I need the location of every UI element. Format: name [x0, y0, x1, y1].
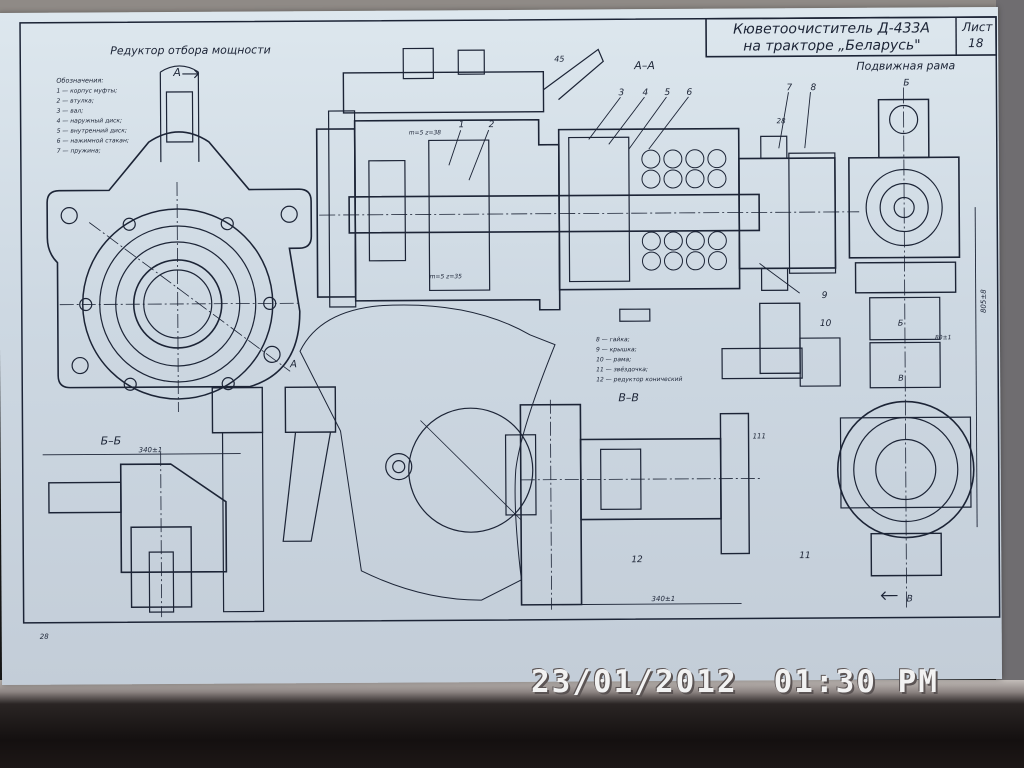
- moving-frame-view: Подвижная рама Б Б В 80±1 805±8 В: [721, 59, 988, 608]
- moving-frame-title: Подвижная рама: [856, 59, 955, 73]
- callout-11: 11: [799, 551, 811, 561]
- section-aa-title: А–А: [633, 59, 655, 72]
- legend-item: 5 — внутренний диск;: [57, 127, 127, 134]
- callout-12: 12: [631, 555, 643, 565]
- legend-middle: 8 — гайка; 9 — крышка; 10 — рама; 11 — з…: [596, 336, 683, 384]
- legend-item: 1 — корпус муфты;: [56, 87, 117, 94]
- callout-4: 4: [642, 88, 648, 98]
- legend-mid-item: 12 — редуктор конический: [596, 376, 682, 384]
- dim-vv-width: 340±1: [652, 595, 676, 603]
- pto-reducer-view: Редуктор отбора мощности А: [46, 43, 313, 412]
- callout-leaders: [448, 92, 811, 294]
- sheet-number: 18: [968, 36, 984, 50]
- nut-detail: [385, 453, 413, 481]
- legend-mid-item: 9 — крышка;: [596, 346, 637, 353]
- legend-item: 7 — пружина;: [57, 147, 101, 154]
- timestamp-date: 23/01/2012: [531, 664, 738, 700]
- camera-timestamp: 23/01/2012 01:30 PM: [531, 664, 939, 700]
- marker-v-mid: В: [898, 374, 904, 383]
- title-block: Кюветоочиститель Д-433А на тракторе „Бел…: [705, 16, 998, 58]
- dim-bb-width: 340±1: [139, 446, 163, 454]
- callout-8: 8: [810, 83, 816, 93]
- callout-9: 9: [822, 291, 828, 301]
- legend-mid-item: 11 — звёздочка;: [596, 366, 648, 373]
- callout-7: 7: [786, 83, 792, 93]
- book-binding-band: [0, 680, 1024, 768]
- dim-gear-bottom: m=5 z=35: [430, 273, 463, 280]
- marker-a-bottom: А: [289, 359, 297, 370]
- title-line-1: Кюветоочиститель Д-433А: [733, 20, 930, 37]
- section-bb-view: Б–Б 340±1: [42, 386, 337, 618]
- legend-item: 3 — вал;: [57, 108, 84, 115]
- legend-mid-item: 10 — рама;: [596, 356, 631, 363]
- legend-item: 2 — втулка;: [56, 97, 93, 104]
- legend-mid-item: 8 — гайка;: [596, 336, 630, 343]
- dim-small-a: 28: [777, 117, 787, 125]
- dim-top-a: 45: [554, 55, 564, 64]
- marker-b-top: Б: [903, 78, 909, 88]
- dim-frame-height: 805±8: [980, 289, 988, 313]
- pto-reducer-title: Редуктор отбора мощности: [110, 43, 271, 57]
- legend-heading: Обозначения:: [56, 76, 103, 84]
- sheet-border: [19, 16, 1001, 624]
- section-vv-view: В–В 340±1 111: [504, 391, 766, 610]
- legend-item: 6 — нажимной стакан;: [57, 137, 129, 144]
- timestamp-time: 01:30 PM: [773, 664, 939, 700]
- drawing-sheet: Кюветоочиститель Д-433А на тракторе „Бел…: [0, 6, 1003, 686]
- marker-a-top: А: [172, 66, 181, 79]
- section-bb-title: Б–Б: [101, 434, 122, 447]
- sprocket-disc: [408, 407, 534, 533]
- callout-1: 1: [459, 120, 465, 130]
- marker-v-bottom: В: [907, 594, 913, 604]
- callout-3: 3: [618, 88, 624, 98]
- section-aa-view: А–А 45: [315, 47, 860, 322]
- callout-5: 5: [664, 88, 670, 98]
- dim-frame-width: 80±1: [935, 334, 952, 341]
- callout-10: 10: [820, 319, 832, 329]
- marker-b-mid: Б: [898, 319, 904, 328]
- legend-item: 4 — наружный диск;: [57, 117, 123, 124]
- callout-6: 6: [686, 88, 692, 98]
- frame-outline: [299, 304, 556, 601]
- section-vv-title: В–В: [618, 391, 639, 404]
- engineering-drawing: Кюветоочиститель Д-433А на тракторе „Бел…: [19, 16, 1001, 641]
- sheet-label: Лист: [961, 20, 994, 34]
- dim-gear-top: m=5 z=38: [409, 129, 442, 136]
- title-line-2: на тракторе „Беларусь": [743, 37, 921, 54]
- callout-numbers: 1 2 3 4 5 6 7 8 9 10 11 12: [459, 83, 832, 565]
- callout-2: 2: [489, 120, 495, 130]
- page-number: 28: [40, 633, 50, 641]
- dim-small-b: 111: [753, 432, 766, 440]
